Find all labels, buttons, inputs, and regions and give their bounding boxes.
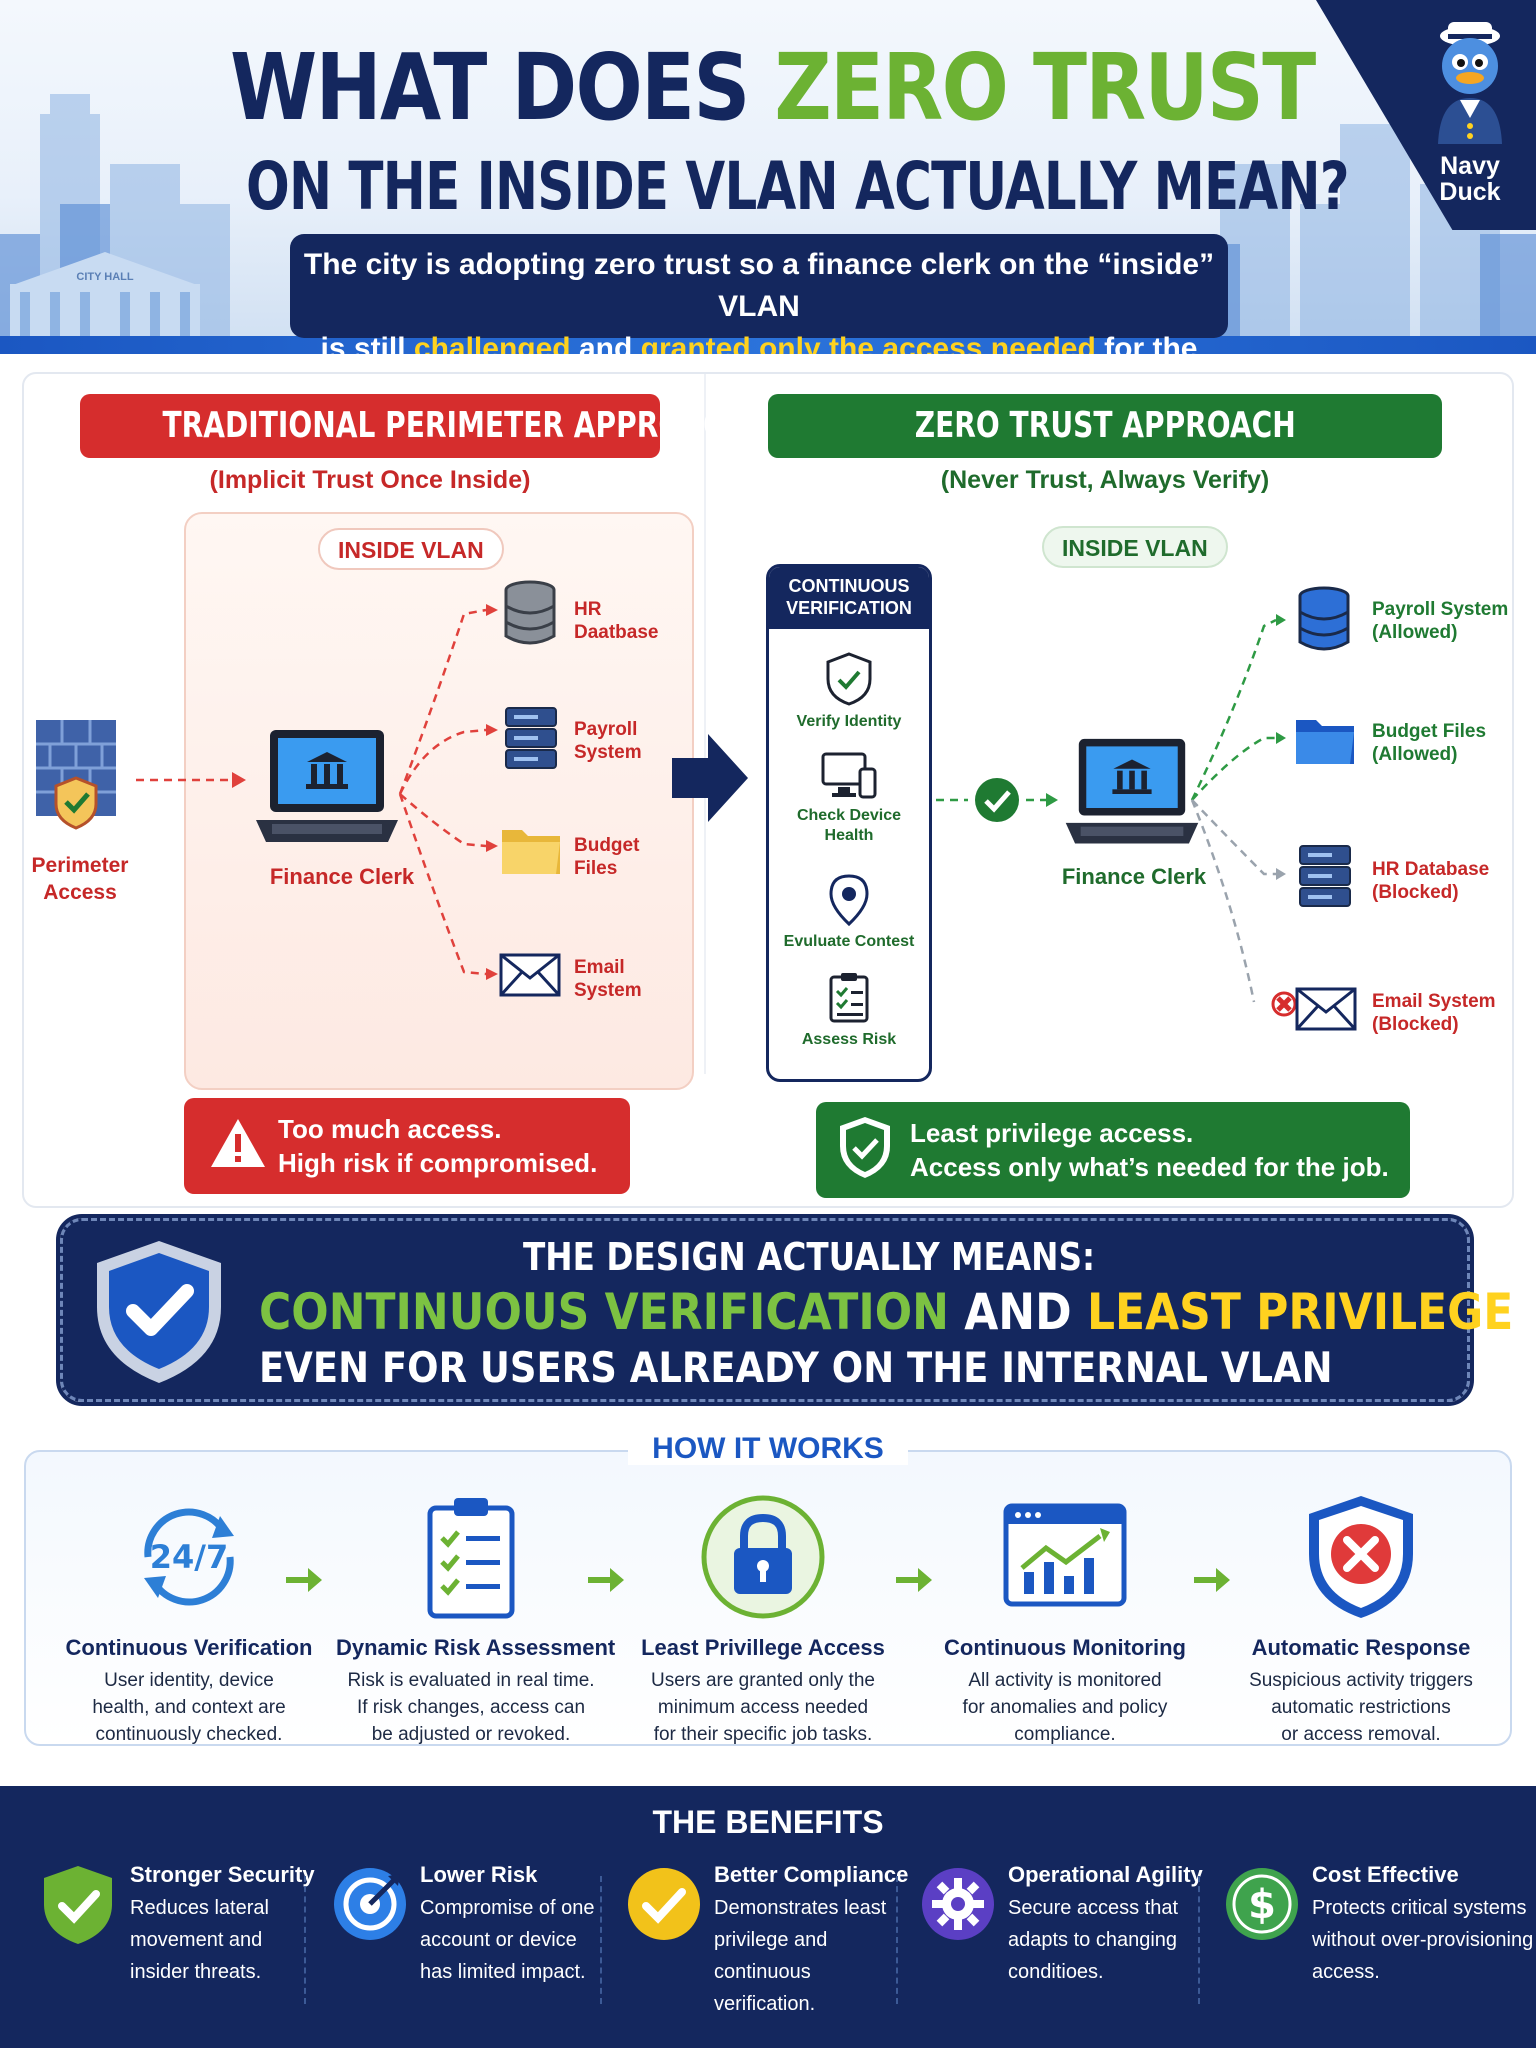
zero-trust-clerk-label: Finance Clerk	[1061, 864, 1207, 889]
how-item-risk-assessment: Dynamic Risk Assessment Risk is evaluate…	[336, 1492, 615, 1748]
how-arrow-1-icon	[286, 1568, 322, 1592]
hr-database-server-icon	[1299, 845, 1351, 907]
shield-check-icon	[826, 652, 872, 706]
traditional-warning-banner: Too much access.High risk if compromised…	[184, 1098, 630, 1194]
budget-folder-icon	[502, 830, 560, 874]
shield-check-large-icon	[97, 1241, 221, 1383]
hr-database-icon	[504, 580, 556, 645]
transition-arrow-icon	[672, 734, 748, 822]
green-shield-check-icon	[44, 1866, 112, 1944]
how-arrow-2-icon	[588, 1568, 624, 1592]
zt-resource-hr: HR Database(Blocked)	[1372, 859, 1490, 903]
city-hall-sign: CITY HALL	[76, 271, 134, 283]
benefit-separator	[1198, 1876, 1200, 2004]
clipboard-checklist-icon	[427, 1498, 515, 1619]
header: CITY HALL WHAT DOES ZERO TRUST ON THE IN…	[0, 0, 1536, 354]
padlock-icon	[701, 1495, 825, 1619]
zt-resource-budget: Budget Files(Allowed)	[1372, 721, 1487, 765]
shield-check-banner-icon	[840, 1117, 890, 1178]
device-monitor-icon	[821, 752, 877, 799]
how-arrow-3-icon	[896, 1568, 932, 1592]
traditional-clerk-label: Finance Clerk	[269, 864, 415, 889]
email-envelope-icon	[499, 953, 561, 997]
traditional-vlan-panel: INSIDE VLAN	[184, 512, 694, 1090]
shield-x-icon	[1309, 1496, 1413, 1618]
perimeter-firewall-icon	[36, 720, 116, 830]
how-arrow-4-icon	[1194, 1568, 1230, 1592]
payroll-server-icon	[505, 707, 557, 769]
zero-trust-laptop-icon	[1065, 738, 1199, 844]
traditional-vlan-label: INSIDE VLAN	[318, 528, 504, 570]
least-privilege-banner: Least privilege access.Access only what’…	[816, 1102, 1410, 1198]
header-bottom-band	[0, 336, 1536, 354]
how-it-works-title: HOW IT WORKS	[0, 1432, 1536, 1466]
zt-resource-email: Email System(Blocked)	[1372, 991, 1496, 1035]
header-subtitle: The city is adopting zero trust so a fin…	[290, 234, 1228, 354]
target-icon	[334, 1868, 406, 1940]
benefit-cost-effective: $ Cost Effective Protects critical syste…	[1224, 1862, 1533, 2012]
zero-trust-title: ZERO TRUST APPROACH	[768, 394, 1442, 458]
location-pin-icon	[829, 874, 869, 927]
benefit-separator	[896, 1876, 898, 2004]
icon-text-247: 24/7	[150, 1538, 228, 1576]
zero-trust-connectors	[936, 614, 1297, 1017]
design-line2: CONTINUOUS VERIFICATION AND LEAST PRIVIL…	[259, 1283, 1514, 1341]
cv-step-context: Evuluate Contest	[769, 873, 929, 952]
traditional-connectors	[136, 604, 498, 980]
how-item-least-privilege: Least Privillege Access Users are grante…	[628, 1492, 898, 1748]
benefit-separator	[304, 1876, 306, 2004]
how-it-works-section: 24/7 Continuous Verification User identi…	[24, 1450, 1512, 1746]
section-divider	[704, 374, 706, 1074]
how-item-verification: 24/7 Continuous Verification User identi…	[54, 1492, 324, 1748]
benefits-section: THE BENEFITS Stronger Security Reduces l…	[0, 1786, 1536, 2048]
comparison-section: TRADITIONAL PERIMETER APPROACH (Implicit…	[22, 372, 1514, 1208]
design-line1: THE DESIGN ACTUALLY MEANS:	[523, 1235, 1096, 1279]
gear-icon	[922, 1868, 994, 1940]
cv-step-risk: Assess Risk	[769, 971, 929, 1050]
budget-files-folder-icon	[1296, 720, 1354, 764]
zero-trust-vlan-label: INSIDE VLAN	[1042, 526, 1228, 568]
how-item-automatic-response: Automatic Response Suspicious activity t…	[1226, 1492, 1496, 1748]
svg-text:$: $	[1248, 1882, 1276, 1928]
benefits-title: THE BENEFITS	[652, 1804, 884, 1840]
warning-triangle-icon	[211, 1119, 265, 1167]
zt-resource-payroll: Payroll System(Allowed)	[1372, 599, 1509, 643]
page-title-line1: WHAT DOES ZERO TRUST	[230, 34, 1316, 141]
traditional-laptop-icon	[256, 730, 398, 842]
email-system-envelope-icon	[1295, 987, 1357, 1031]
cv-step-identity: Verify Identity	[769, 651, 929, 732]
duck-mascot-icon	[1438, 22, 1502, 144]
zero-trust-subtitle: (Never Trust, Always Verify)	[940, 466, 1270, 494]
yellow-check-circle-icon	[628, 1868, 700, 1940]
logo-label-1: Navy	[1440, 152, 1500, 180]
traditional-title: TRADITIONAL PERIMETER APPROACH	[80, 394, 747, 458]
monitoring-chart-icon	[1003, 1503, 1127, 1607]
24-7-cycle-icon: 24/7	[144, 1508, 234, 1606]
design-line3: EVEN FOR USERS ALREADY ON THE INTERNAL V…	[259, 1343, 1333, 1392]
page-title-line2: ON THE INSIDE VLAN ACTUALLY MEAN?	[246, 148, 1350, 225]
payroll-database-icon	[1298, 586, 1350, 651]
design-meaning-banner: THE DESIGN ACTUALLY MEANS: CONTINUOUS VE…	[56, 1214, 1513, 1406]
risk-checklist-icon	[829, 973, 869, 1023]
traditional-subtitle: (Implicit Trust Once Inside)	[209, 466, 531, 494]
logo-label-2: Duck	[1439, 178, 1501, 206]
benefit-separator	[600, 1876, 602, 2004]
title-highlight: ZERO TRUST	[774, 34, 1316, 141]
dollar-icon: $	[1226, 1868, 1298, 1940]
how-item-monitoring: Continuous Monitoring All activity is mo…	[930, 1492, 1200, 1748]
